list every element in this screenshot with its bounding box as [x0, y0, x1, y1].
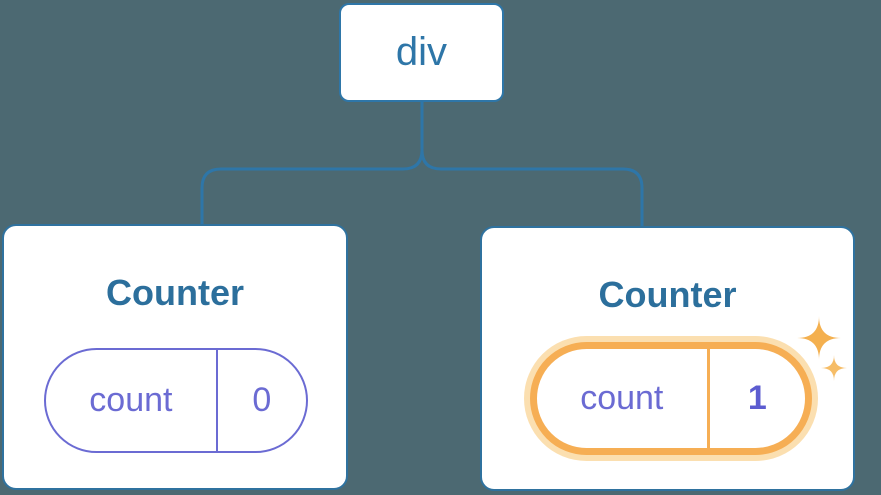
root-node-div: div — [339, 3, 504, 102]
root-node-label: div — [395, 30, 448, 74]
counter-title: Counter — [106, 272, 244, 313]
state-key-cell: count — [46, 350, 218, 451]
connector-left-branch — [200, 100, 424, 226]
state-value-cell: 0 — [218, 350, 306, 451]
state-key-label: count — [89, 381, 173, 419]
state-value: 1 — [747, 379, 767, 417]
sparkles-icon — [797, 316, 847, 381]
counter-card-right: Counter count 1 — [480, 226, 855, 491]
connector-right-branch — [420, 148, 644, 228]
sparkle-small-icon — [821, 355, 847, 381]
counter-title: Counter — [598, 274, 737, 315]
state-pill: count 0 — [44, 348, 308, 453]
sparkle-large-icon — [797, 316, 841, 360]
counter-card-left: Counter count 0 — [2, 224, 348, 490]
state-pill-highlighted: count 1 — [530, 342, 812, 455]
state-value-cell: 1 — [710, 349, 805, 448]
state-key-label: count — [580, 379, 664, 417]
state-value: 0 — [252, 381, 272, 419]
state-key-cell: count — [537, 349, 710, 448]
